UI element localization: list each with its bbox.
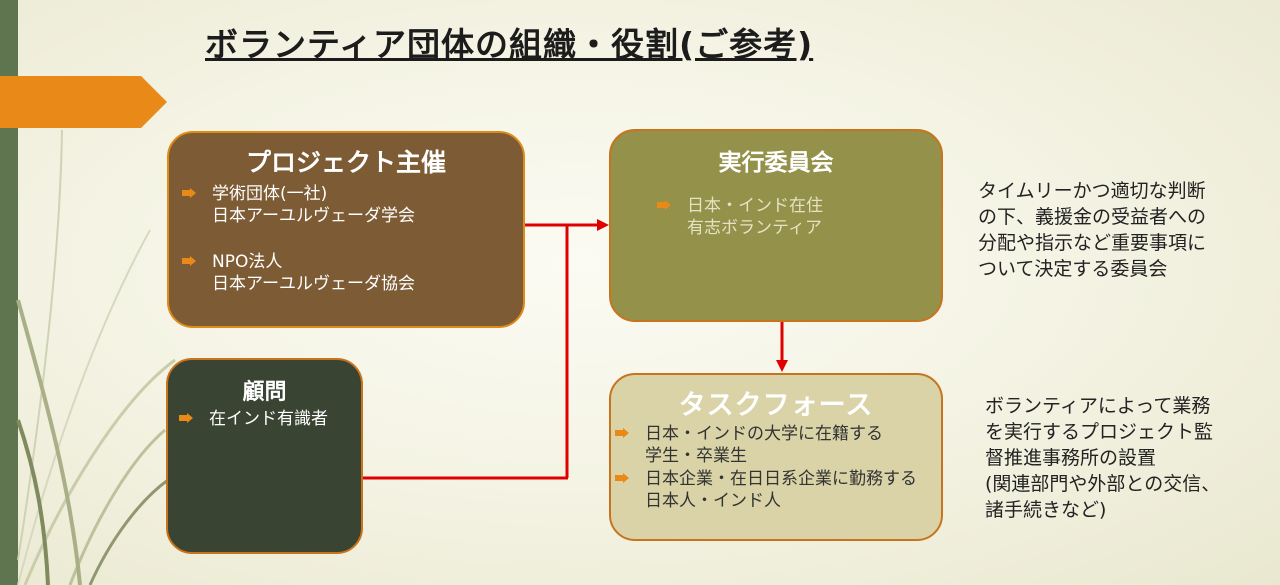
- arrow-head-task-icon: [776, 360, 788, 372]
- executive-committee-box: 実行委員会 日本・インド在住 有志ボランティア: [609, 129, 943, 322]
- task-item-students: 日本・インドの大学に在籍する 学生・卒業生: [615, 423, 883, 467]
- arrow-head-committee-icon: [597, 219, 609, 231]
- advisor-item-experts: 在インド有識者: [179, 408, 328, 430]
- executive-committee-title: 実行委員会: [718, 150, 834, 176]
- project-sponsor-title: プロジェクト主催: [245, 148, 446, 177]
- committee-item-volunteers: 日本・インド在住 有志ボランティア: [657, 195, 823, 239]
- orange-arrow-bullet-icon: [615, 473, 629, 483]
- left-accent-band: [0, 0, 18, 585]
- advisor-box: 顧問 在インド有識者: [166, 358, 363, 554]
- orange-arrow-bullet-icon: [182, 256, 196, 266]
- task-force-box: タスクフォース 日本・インドの大学に在籍する 学生・卒業生 日本企業・在日日系企…: [609, 373, 943, 541]
- orange-arrow-bullet-icon: [182, 188, 196, 198]
- project-sponsor-box: プロジェクト主催 学術団体(一社) 日本アーユルヴェーダ学会 NPO法人 日本ア…: [167, 131, 525, 328]
- arrow-tab-icon: [0, 76, 167, 128]
- orange-arrow-bullet-icon: [179, 413, 193, 423]
- sponsor-item-academic: 学術団体(一社) 日本アーユルヴェーダ学会: [182, 183, 415, 227]
- slide-title: ボランティア団体の組織・役割(ご参考): [205, 25, 814, 64]
- sponsor-item-npo: NPO法人 日本アーユルヴェーダ協会: [182, 251, 415, 295]
- advisor-title: 顧問: [242, 380, 287, 405]
- task-force-title: タスクフォース: [678, 390, 874, 421]
- grass-decoration: [16, 129, 176, 585]
- committee-description: タイムリーかつ適切な判断 の下、義援金の受益者への 分配や指示など重要事項に つ…: [978, 180, 1207, 280]
- task-item-employees: 日本企業・在日日系企業に勤務する 日本人・インド人: [615, 468, 917, 512]
- orange-arrow-bullet-icon: [615, 428, 629, 438]
- task-force-description: ボランティアによって業務 を実行するプロジェクト監 督推進事務所の設置 (関連部…: [985, 395, 1221, 521]
- orange-arrow-bullet-icon: [657, 200, 671, 210]
